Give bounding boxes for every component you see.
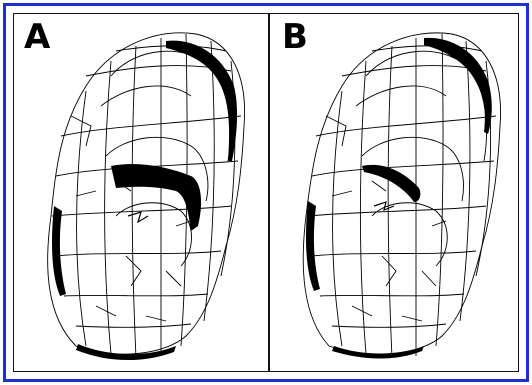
concha-shadow (111, 164, 201, 231)
ear-drawing-a (16, 16, 266, 368)
concha-shadow (362, 165, 420, 202)
lobe-shadow-left (52, 206, 66, 296)
lobe-shadow-left (306, 201, 320, 291)
figure-frame: A (3, 3, 529, 382)
lobe-shadow-bottom (332, 346, 424, 359)
panel-b: B (274, 16, 524, 368)
panel-a: A (16, 16, 266, 368)
panel-divider (268, 13, 270, 372)
ear-drawing-b (274, 16, 524, 368)
helix-shadow-top (166, 41, 237, 161)
